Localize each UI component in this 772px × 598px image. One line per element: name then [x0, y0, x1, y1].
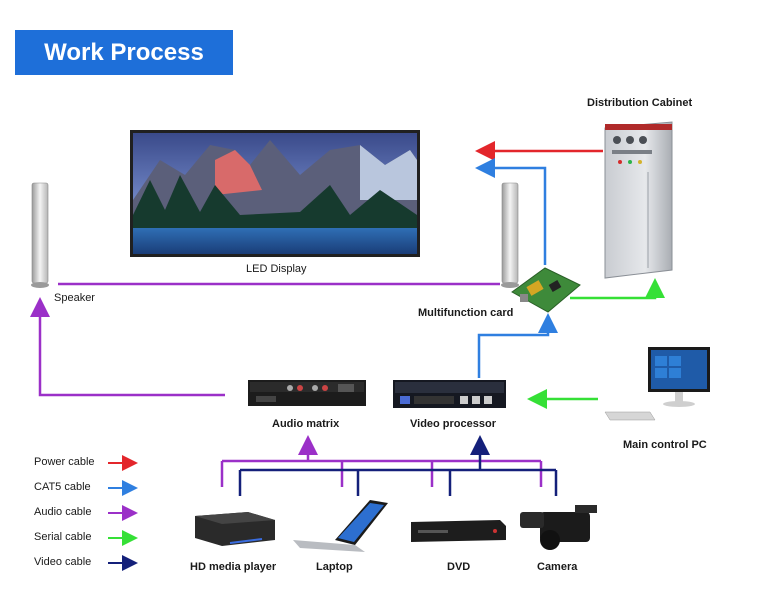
led-display-image	[130, 130, 420, 257]
legend-item-video: Video cable	[34, 556, 154, 572]
distribution-cabinet-label: Distribution Cabinet	[587, 97, 693, 109]
legend-item-cat5: CAT5 cable	[34, 481, 154, 497]
main-control-pc-image	[604, 347, 710, 421]
speaker-label: Speaker	[54, 292, 95, 304]
speaker-right-image	[501, 182, 519, 288]
multifunction-card-image	[511, 267, 581, 313]
camera-image	[520, 505, 597, 550]
legend-label: Audio cable	[34, 506, 92, 518]
legend-label: Serial cable	[34, 531, 92, 543]
camera-label: Camera	[537, 561, 578, 573]
distribution-cabinet-image	[604, 121, 673, 279]
legend-item-power: Power cable	[34, 456, 154, 472]
multifunction-card-label: Multifunction card	[418, 307, 514, 319]
laptop-label: Laptop	[316, 561, 353, 573]
led-display-label: LED Display	[246, 263, 307, 275]
legend-item-serial: Serial cable	[34, 531, 154, 547]
audio-cable-matrix-to-speaker	[30, 297, 225, 397]
legend-label: CAT5 cable	[34, 481, 91, 493]
dvd-label: DVD	[447, 561, 471, 573]
audio-matrix-label: Audio matrix	[272, 418, 340, 430]
hd-media-player-image	[195, 512, 275, 546]
legend-label: Power cable	[34, 456, 95, 468]
legend-item-audio: Audio cable	[34, 506, 154, 522]
cat5-cable-card-to-display	[475, 158, 547, 265]
serial-cable-card-to-cabinet	[570, 278, 665, 300]
speaker-left-image	[31, 182, 49, 288]
title-banner: Work Process	[15, 30, 233, 75]
legend-label: Video cable	[34, 556, 92, 568]
page-title: Work Process	[44, 39, 204, 66]
main-control-pc-label: Main control PC	[623, 439, 707, 451]
hd-media-player-label: HD media player	[190, 561, 277, 573]
dvd-image	[411, 520, 506, 542]
audio-matrix-image	[248, 380, 366, 406]
cat5-cable-processor-to-card	[477, 313, 558, 378]
video-processor-image	[393, 380, 506, 408]
video-processor-label: Video processor	[410, 418, 496, 430]
laptop-image	[293, 500, 388, 552]
